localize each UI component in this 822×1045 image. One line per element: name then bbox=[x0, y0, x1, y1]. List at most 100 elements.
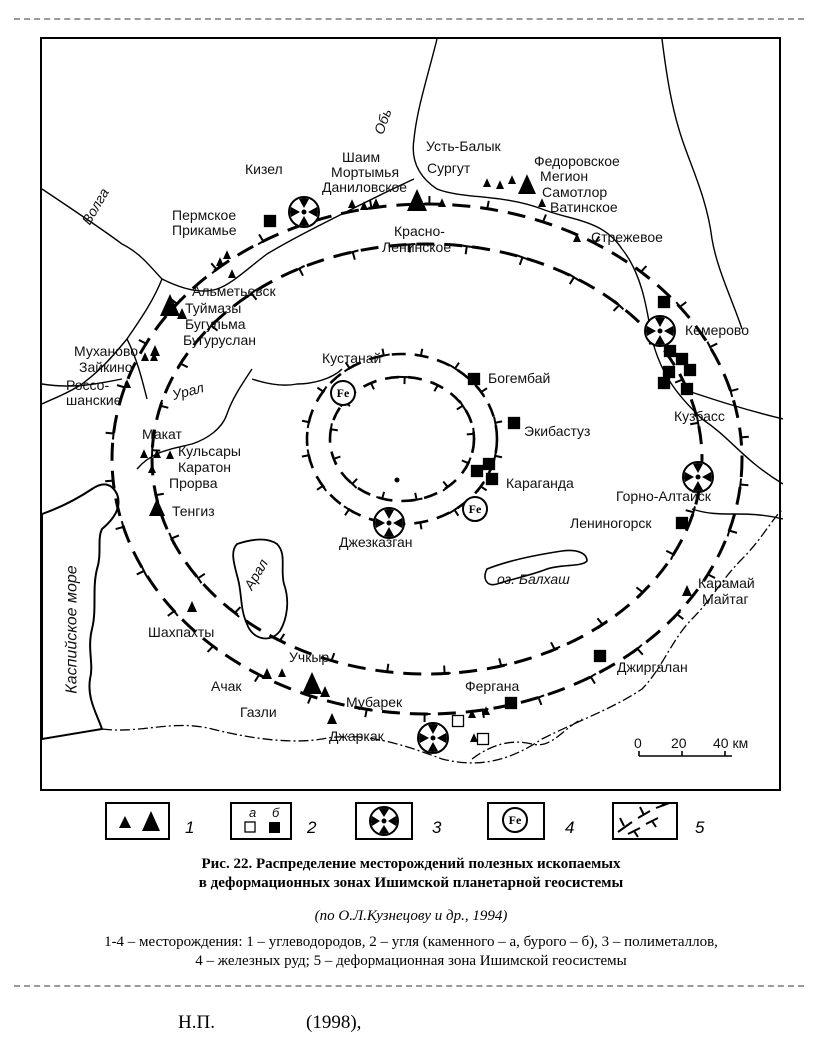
fault-tick bbox=[589, 676, 596, 685]
wheel-hub bbox=[430, 735, 436, 741]
hydrocarbon-triangle-icon bbox=[348, 199, 356, 208]
caption-line-2: в деформационных зонах Ишимской планетар… bbox=[198, 875, 624, 891]
fault-tick bbox=[486, 200, 490, 209]
label-kuzbass: Кузбасс bbox=[674, 408, 725, 424]
hydrocarbon-triangle-icon bbox=[682, 585, 692, 596]
fault-tick bbox=[596, 617, 604, 626]
hydrocarbon-triangle-icon bbox=[482, 706, 490, 715]
legend-coal-a-label: а bbox=[249, 805, 257, 820]
legend-box-3 bbox=[355, 802, 413, 840]
wheel-hub bbox=[657, 328, 663, 334]
fault-tick bbox=[279, 633, 286, 642]
legend-num-4: 4 bbox=[565, 818, 575, 837]
polymetal-wheel-icon bbox=[288, 196, 320, 228]
hydrocarbon-triangle-icon bbox=[150, 345, 160, 356]
label-gorno-altaisk: Горно-Алтайск bbox=[616, 488, 711, 504]
label-kustanai: Кустанай bbox=[322, 350, 382, 366]
fault-tick bbox=[729, 529, 738, 534]
label-makat: Макат bbox=[142, 426, 182, 442]
fault-tick bbox=[709, 342, 718, 348]
wheel-sector bbox=[693, 463, 703, 473]
label-fedorovskoe: Федоровское bbox=[534, 153, 620, 169]
coal-square-icon bbox=[467, 372, 481, 386]
iron-ore-circle-icon: Fe bbox=[462, 496, 488, 522]
fault-tick bbox=[250, 292, 258, 301]
label-achak: Ачак bbox=[211, 678, 242, 694]
fault-tick bbox=[635, 586, 644, 594]
caspian-coast bbox=[42, 483, 120, 741]
fault-tick bbox=[636, 648, 644, 656]
fault-tick bbox=[456, 404, 464, 411]
label-rossosh-2: шанские bbox=[66, 392, 122, 408]
caption-legend-line-2: 4 – железных руд; 5 – деформационная зон… bbox=[195, 953, 627, 969]
fault-segment bbox=[532, 694, 545, 701]
hydrocarbon-triangle-icon bbox=[360, 201, 368, 210]
coal-square-icon bbox=[451, 714, 465, 728]
hydrocarbon-triangle-icon bbox=[302, 672, 322, 694]
fault-tick bbox=[210, 262, 218, 270]
fault-tick bbox=[138, 339, 147, 345]
wheel-sector bbox=[419, 733, 429, 743]
fault-segment bbox=[537, 218, 549, 226]
fault-tick bbox=[665, 549, 674, 556]
fault-tick bbox=[316, 485, 324, 491]
coal-square-icon bbox=[657, 295, 671, 309]
fault-tick bbox=[115, 525, 124, 531]
label-dzhezkazgan: Джезказган bbox=[339, 534, 413, 550]
wheel-hub bbox=[386, 520, 392, 526]
fault-tick bbox=[453, 509, 460, 517]
coal-square-icon bbox=[663, 344, 677, 358]
legend-num-5: 5 bbox=[695, 818, 705, 837]
fault-tick bbox=[740, 483, 749, 487]
fault-segment bbox=[403, 243, 416, 246]
label-megion: Мегион bbox=[540, 168, 589, 184]
borders bbox=[101, 508, 783, 764]
fault-tick bbox=[330, 652, 336, 661]
label-krasno-1: Красно- bbox=[394, 223, 445, 239]
coal-square-icon bbox=[683, 363, 697, 377]
wheel-sector bbox=[684, 472, 694, 482]
fault-tick bbox=[210, 324, 219, 332]
hydrocarbon-triangle-icon bbox=[278, 668, 286, 677]
iron-ore-text: Fe bbox=[337, 386, 350, 400]
fault-tick bbox=[344, 508, 350, 516]
legend-box-5 bbox=[612, 799, 678, 840]
fault-segment bbox=[597, 619, 608, 630]
fault-tick bbox=[419, 348, 424, 356]
legend-iron-icon: Fe bbox=[502, 807, 528, 833]
fault-segment bbox=[347, 478, 358, 489]
wheel-sector bbox=[655, 335, 665, 345]
label-almetyevsk: Альметьевск bbox=[192, 283, 276, 299]
hydrocarbon-triangle-icon bbox=[470, 733, 478, 742]
fault-tick bbox=[301, 454, 309, 458]
fault-tick bbox=[330, 428, 338, 432]
fault-segment bbox=[376, 495, 389, 502]
fault-segment bbox=[448, 505, 461, 514]
fault-tick bbox=[298, 268, 304, 277]
wheel-sector bbox=[428, 742, 438, 752]
hydrocarbon-triangle-icon bbox=[149, 498, 165, 516]
hydrocarbon-triangle-icon bbox=[320, 686, 330, 697]
label-mubarek: Мубарек bbox=[346, 694, 403, 710]
wheel-sector bbox=[702, 472, 712, 482]
fault-tick bbox=[433, 384, 439, 392]
label-mukhanovo: Муханово bbox=[74, 343, 139, 359]
scan-edge-bottom bbox=[14, 985, 804, 987]
coal-square-icon bbox=[476, 732, 490, 746]
fault-segment bbox=[442, 482, 453, 492]
scale-bar bbox=[638, 751, 732, 757]
fault-tick bbox=[386, 663, 390, 672]
fault-tick bbox=[707, 573, 716, 579]
hydrocarbon-triangle-icon bbox=[327, 713, 337, 724]
caption-line-1: Рис. 22. Распределение месторождений пол… bbox=[201, 856, 621, 872]
coal-square-icon bbox=[680, 382, 694, 396]
hydrocarbon-triangle-icon bbox=[508, 175, 516, 184]
fault-tick bbox=[674, 378, 683, 384]
hydrocarbon-triangle-icon bbox=[187, 601, 197, 612]
wheel-sector bbox=[384, 527, 394, 537]
fault-segment bbox=[635, 267, 647, 277]
hydrocarbon-triangle-icon bbox=[468, 709, 476, 718]
fault-tick bbox=[105, 479, 114, 483]
fault-segment bbox=[704, 568, 712, 581]
label-karamai: Карамай bbox=[698, 575, 755, 591]
